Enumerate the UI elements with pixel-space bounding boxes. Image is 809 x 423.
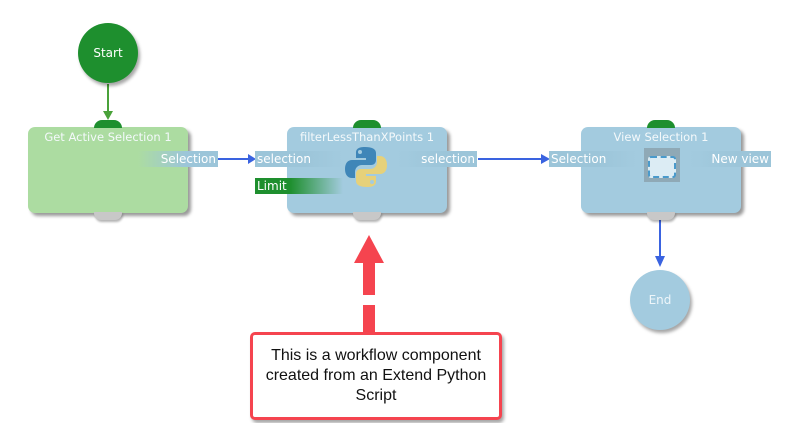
input-port-selection[interactable]: Selection: [549, 151, 637, 167]
input-flow-tab[interactable]: [353, 120, 381, 128]
start-label: Start: [93, 46, 123, 60]
output-flow-tab[interactable]: [353, 212, 381, 220]
output-flow-tab[interactable]: [94, 212, 122, 220]
output-port-selection[interactable]: Selection: [138, 151, 218, 167]
annotation-arrow: [354, 235, 384, 333]
node-filter-less-than-x-points[interactable]: filterLessThanXPoints 1 selection Limit …: [255, 120, 477, 220]
node-title: Get Active Selection 1: [44, 130, 172, 144]
node-get-active-selection[interactable]: Get Active Selection 1 Selection: [28, 120, 218, 220]
callout-text: This is a workflow component created fro…: [265, 347, 487, 404]
selection-marquee-icon: [648, 156, 676, 178]
python-icon: [345, 147, 387, 187]
wire-arrowhead-filter: [248, 154, 256, 164]
wire-arrowhead-view: [541, 154, 550, 164]
output-port-selection[interactable]: selection: [397, 151, 477, 167]
start-node[interactable]: Start: [78, 23, 138, 83]
input-flow-tab[interactable]: [94, 120, 122, 128]
input-port-limit[interactable]: Limit: [255, 178, 343, 194]
input-port-selection[interactable]: selection: [255, 151, 343, 167]
end-node[interactable]: End: [630, 270, 690, 330]
output-port-new-view[interactable]: New view: [689, 151, 771, 167]
input-flow-tab[interactable]: [647, 120, 675, 128]
node-title: View Selection 1: [613, 130, 709, 144]
output-flow-tab[interactable]: [647, 212, 675, 220]
wire-start-arrowhead: [103, 111, 113, 120]
wire-arrowhead-end: [655, 256, 665, 267]
annotation-callout: This is a workflow component created fro…: [250, 332, 502, 420]
node-title: filterLessThanXPoints 1: [299, 130, 435, 144]
end-label: End: [648, 293, 672, 307]
view-selection-icon: [644, 148, 680, 182]
node-view-selection[interactable]: View Selection 1 Selection New view: [549, 120, 771, 220]
